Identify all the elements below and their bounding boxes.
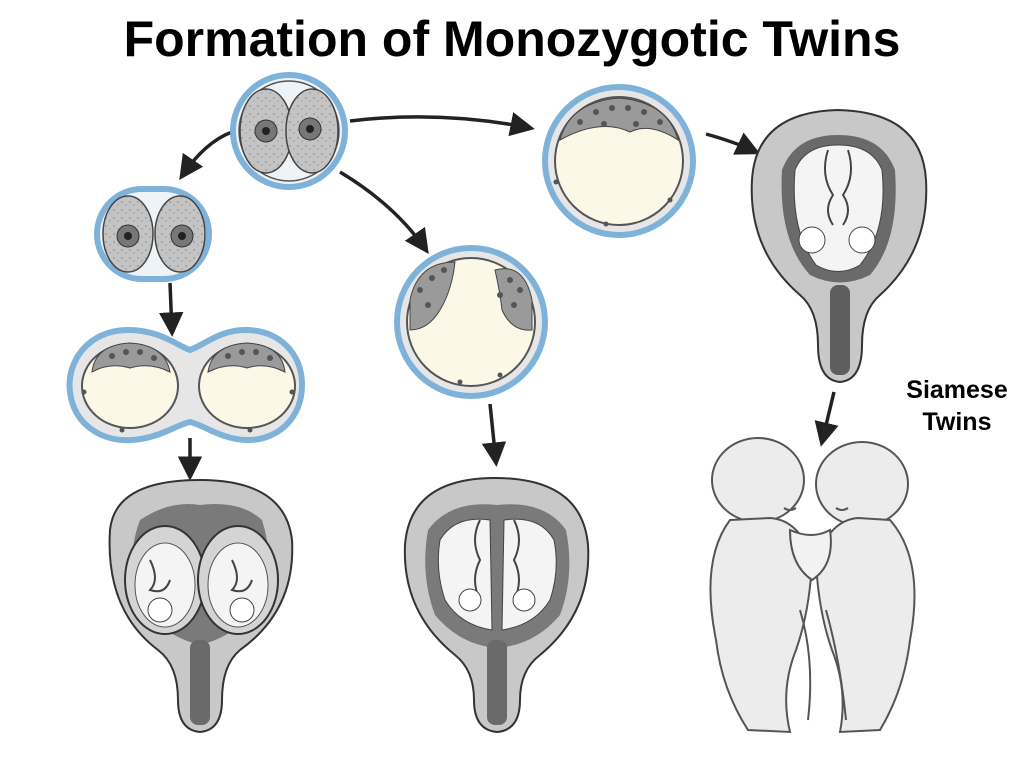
arrow-to-blastocyst-single bbox=[349, 112, 535, 137]
two-cell-embryo-icon bbox=[230, 72, 348, 190]
siamese-label-line1: Siamese bbox=[906, 376, 1008, 404]
blastocyst-two-masses-icon bbox=[394, 245, 548, 399]
arrow-to-blastocyst-two-masses bbox=[339, 170, 429, 255]
double-blastocyst-icon bbox=[66, 326, 306, 444]
arrow-to-double-blastocyst bbox=[158, 282, 184, 337]
conjoined-twins-icon bbox=[709, 437, 916, 734]
arrow-to-uterus-shared bbox=[481, 403, 507, 467]
arrows bbox=[158, 112, 839, 481]
uterus-separate-placentas-icon bbox=[108, 478, 294, 734]
page-title: Formation of Monozygotic Twins bbox=[123, 11, 901, 67]
arrow-to-uterus-conjoined bbox=[705, 132, 761, 155]
separated-cells-icon bbox=[94, 186, 212, 282]
arrow-to-conjoined-twins bbox=[814, 391, 839, 447]
uterus-shared-placenta-icon bbox=[403, 476, 590, 734]
arrow-to-separated-cells bbox=[179, 130, 233, 181]
siamese-twins-label: Siamese Twins bbox=[892, 374, 1022, 438]
blastocyst-single-mass-icon bbox=[542, 84, 696, 238]
uterus-conjoined-icon bbox=[750, 108, 928, 384]
siamese-label-line2: Twins bbox=[922, 408, 992, 436]
